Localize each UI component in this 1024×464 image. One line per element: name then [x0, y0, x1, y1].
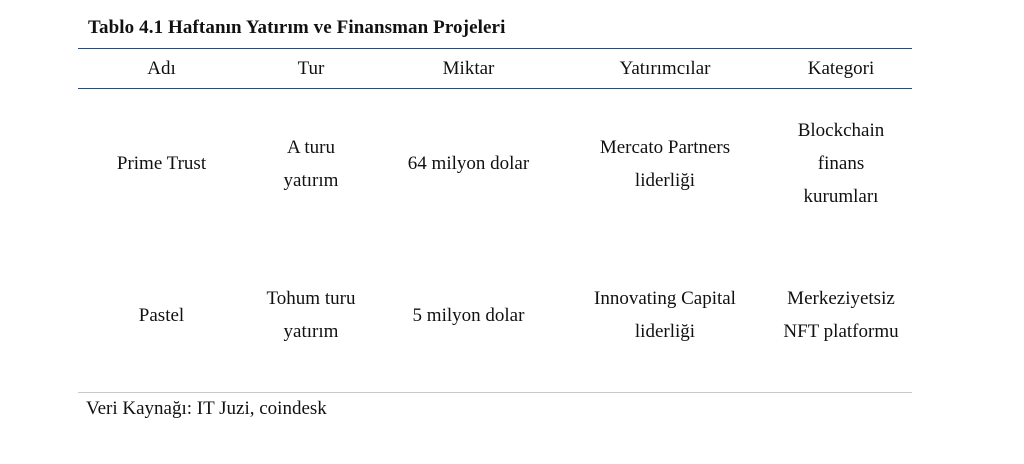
- table-bottom-rule: [78, 392, 912, 393]
- table-caption: Tablo 4.1 Haftanın Yatırım ve Finansman …: [88, 17, 506, 38]
- table-row: Pastel Tohum turu yatırım 5 milyon dolar…: [78, 239, 912, 391]
- cell-investors: Mercato Partners liderliği: [599, 136, 731, 191]
- table-header-row: Adı Tur Miktar Yatırımcılar Kategori: [78, 49, 912, 88]
- table-top-rule: [78, 48, 912, 49]
- header-category: Kategori: [807, 58, 875, 79]
- cell-name: Prime Trust: [116, 153, 207, 174]
- cell-investors: Innovating Capital liderliği: [594, 288, 736, 342]
- cell-name: Pastel: [138, 304, 185, 326]
- header-name: Adı: [147, 58, 176, 79]
- cell-round: A turu yatırım: [283, 136, 339, 191]
- table-header-rule: [78, 88, 912, 89]
- cell-amount: 5 milyon dolar: [412, 304, 525, 326]
- cell-category: Blockchain finans kurumları: [797, 120, 885, 207]
- header-amount: Miktar: [442, 58, 495, 79]
- header-round: Tur: [297, 58, 325, 79]
- cell-amount: 64 milyon dolar: [407, 153, 530, 174]
- table-row: Prime Trust A turu yatırım 64 milyon dol…: [78, 88, 912, 239]
- investment-table: Adı Tur Miktar Yatırımcılar Kategori Pri…: [78, 49, 912, 391]
- cell-round: Tohum turu yatırım: [266, 288, 356, 342]
- header-investors: Yatırımcılar: [619, 58, 711, 79]
- cell-category: Merkeziyetsiz NFT platformu: [783, 288, 899, 342]
- data-source-note: Veri Kaynağı: IT Juzi, coindesk: [86, 398, 327, 419]
